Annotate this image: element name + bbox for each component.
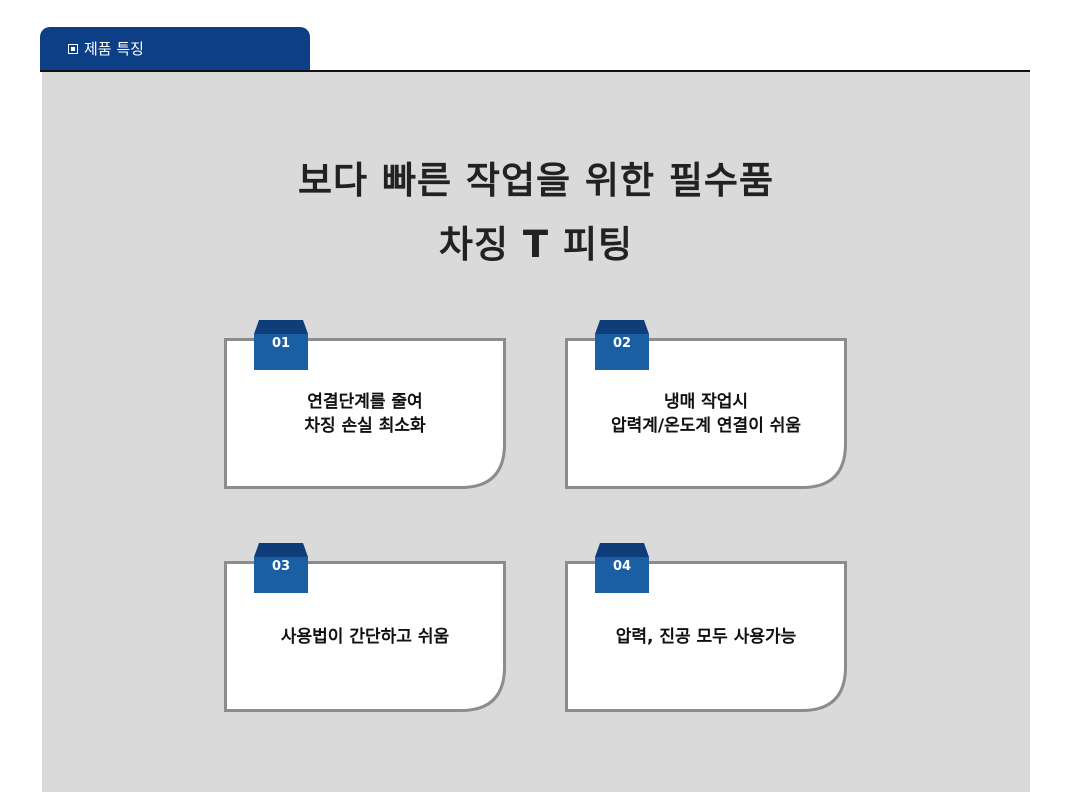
card-frame bbox=[224, 561, 506, 712]
feature-number: 04 bbox=[612, 559, 632, 574]
feature-number-badge: 01 bbox=[254, 320, 308, 370]
feature-card-03: 03 사용법이 간단하고 쉬움 bbox=[224, 543, 506, 712]
feature-text-line: 차징 손실 최소화 bbox=[304, 416, 426, 436]
feature-card-04: 04 압력, 진공 모두 사용가능 bbox=[565, 543, 847, 712]
feature-number-badge: 02 bbox=[595, 320, 649, 370]
feature-number: 03 bbox=[271, 559, 291, 574]
feature-text-line: 냉매 작업시 bbox=[663, 392, 749, 412]
section-tab: 제품 특징 bbox=[40, 27, 310, 71]
feature-number-badge: 03 bbox=[254, 543, 308, 593]
section-tab-label: 제품 특징 bbox=[84, 40, 144, 58]
card-frame bbox=[224, 338, 506, 489]
headline-line-1: 보다 빠른 작업을 위한 필수품 bbox=[297, 159, 774, 202]
section-divider bbox=[40, 70, 1030, 72]
feature-text-line: 사용법이 간단하고 쉬움 bbox=[280, 627, 450, 647]
feature-text-line: 압력계/온도계 연결이 쉬움 bbox=[610, 416, 802, 436]
content-panel bbox=[42, 72, 1030, 792]
card-frame bbox=[565, 338, 847, 489]
feature-text: 압력, 진공 모두 사용가능 bbox=[575, 625, 837, 649]
feature-text: 연결단계를 줄여 차징 손실 최소화 bbox=[234, 390, 496, 438]
card-frame bbox=[565, 561, 847, 712]
headline-line-2: 차징 T 피팅 bbox=[438, 223, 634, 266]
feature-number: 02 bbox=[612, 336, 632, 351]
feature-text-line: 압력, 진공 모두 사용가능 bbox=[615, 627, 797, 647]
feature-number: 01 bbox=[271, 336, 291, 351]
feature-card-01: 01 연결단계를 줄여 차징 손실 최소화 bbox=[224, 320, 506, 489]
feature-text: 냉매 작업시 압력계/온도계 연결이 쉬움 bbox=[575, 390, 837, 438]
feature-number-badge: 04 bbox=[595, 543, 649, 593]
square-bullet-icon bbox=[68, 44, 78, 54]
feature-text-line: 연결단계를 줄여 bbox=[307, 392, 423, 412]
feature-card-02: 02 냉매 작업시 압력계/온도계 연결이 쉬움 bbox=[565, 320, 847, 489]
feature-text: 사용법이 간단하고 쉬움 bbox=[234, 625, 496, 649]
